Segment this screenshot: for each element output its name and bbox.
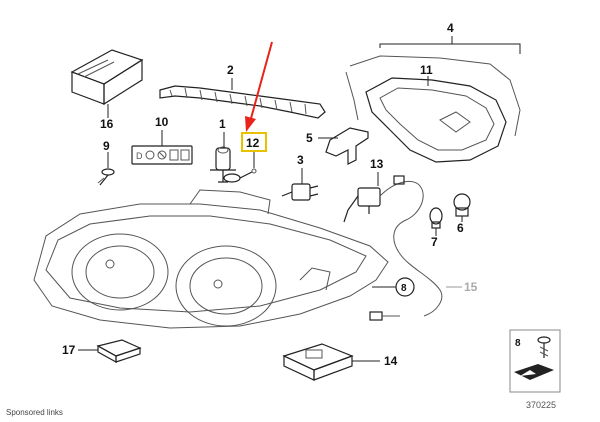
callout-9[interactable]: 9 — [103, 139, 110, 153]
callout-12-highlight-box — [241, 132, 267, 152]
callout-16[interactable]: 16 — [100, 117, 114, 131]
callout-8[interactable]: 8 — [401, 283, 407, 294]
callout-1[interactable]: 1 — [219, 117, 226, 131]
callout-7[interactable]: 7 — [431, 235, 438, 249]
part-5-bracket — [325, 127, 369, 165]
red-arrow-indicator — [245, 41, 273, 132]
part-9-screw — [97, 168, 115, 186]
callout-10[interactable]: 10 — [155, 115, 169, 129]
part-17-control-unit — [96, 339, 142, 364]
part-1-bulb — [210, 146, 236, 183]
part-13-ignitor — [343, 175, 443, 317]
diagram-reference-number: 370225 — [526, 400, 556, 410]
inset-callout-8[interactable]: 8 — [515, 338, 521, 349]
svg-text:D: D — [136, 151, 143, 161]
callout-13[interactable]: 13 — [370, 157, 384, 171]
inset-part-8 — [509, 329, 561, 393]
callout-15[interactable]: 15 — [464, 280, 478, 294]
callout-14[interactable]: 14 — [384, 354, 398, 368]
callout-11[interactable]: 11 — [420, 63, 433, 77]
part-7-wedge-bulb — [429, 207, 443, 229]
callout-3[interactable]: 3 — [297, 153, 304, 167]
callout-5[interactable]: 5 — [306, 131, 313, 145]
part-10-label: D — [131, 145, 193, 165]
callout-17[interactable]: 17 — [62, 343, 76, 357]
part-6-cap — [453, 193, 471, 217]
part-14-ballast — [282, 343, 354, 381]
part-3-socket — [281, 183, 319, 201]
part-15-connector — [369, 311, 400, 321]
callout-12[interactable]: 12 — [246, 136, 260, 150]
callout-2[interactable]: 2 — [227, 63, 234, 77]
headlight-assembly — [33, 189, 389, 329]
part-12-small-bulb — [223, 168, 257, 183]
callout-8-circle — [395, 277, 415, 297]
sponsored-links-text[interactable]: Sponsored links — [6, 408, 63, 417]
callout-4[interactable]: 4 — [447, 21, 454, 35]
part-11-housing-frame — [365, 77, 507, 163]
part-2-rail — [159, 85, 326, 119]
callout-6[interactable]: 6 — [457, 221, 464, 235]
part-16-box — [70, 49, 144, 106]
part-4-gasket — [345, 55, 521, 137]
